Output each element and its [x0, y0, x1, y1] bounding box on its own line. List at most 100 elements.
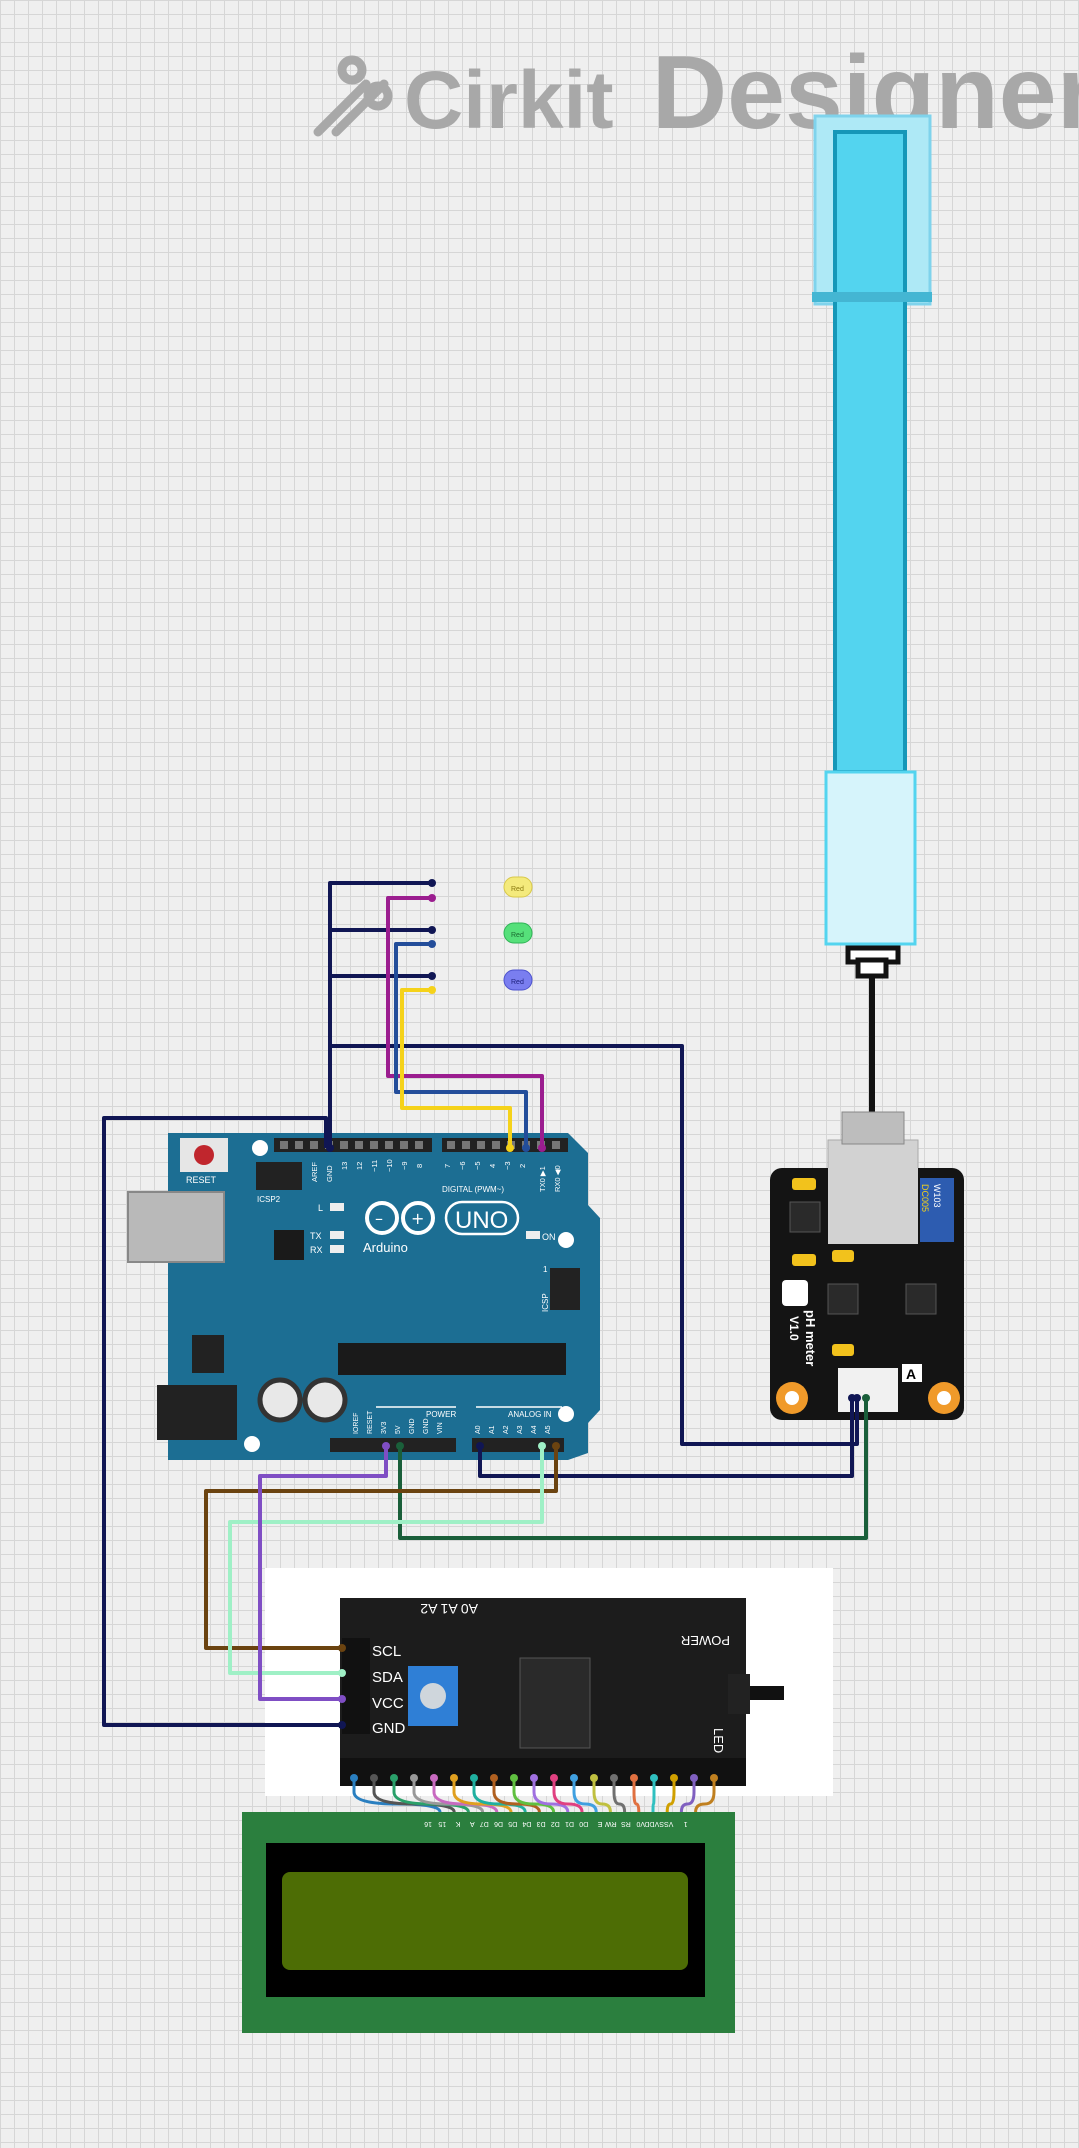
pin-hole — [355, 1141, 363, 1149]
pin-label-gnd-1: GND — [409, 1418, 416, 1434]
reset-button-cap[interactable] — [194, 1145, 214, 1165]
wire-junction — [326, 1144, 334, 1152]
ph-meter-board[interactable]: W103 DC005 pH meter V1.0 A — [770, 1111, 964, 1420]
chip-small — [274, 1230, 304, 1260]
pin-label-3v3: 3V3 — [381, 1421, 388, 1434]
ribbon-wire — [452, 1778, 513, 1813]
led-green[interactable]: Red — [503, 922, 533, 944]
pin-hole — [340, 1141, 348, 1149]
lcd-pin-label: D1 — [565, 1820, 574, 1827]
ribbon-wire — [679, 1778, 696, 1813]
wire-vcc[interactable] — [258, 1446, 388, 1701]
lcd-pin-label: 15 — [438, 1820, 446, 1827]
probe-band — [812, 292, 932, 302]
pin-label-a5: A5 — [545, 1425, 552, 1434]
lcd-pin-label: A — [470, 1820, 475, 1827]
wire-ground-to-i2c[interactable] — [102, 1116, 342, 1727]
icsp-pin1-label: 1 — [543, 1265, 548, 1274]
pin-marker-label: A — [906, 1366, 916, 1382]
atmega-chip — [338, 1343, 566, 1375]
pin-label-9: ~9 — [400, 1161, 409, 1170]
wire-junction — [428, 972, 436, 980]
pin-label-6: ~6 — [458, 1161, 467, 1170]
wire-led-yellow-signal[interactable] — [400, 988, 512, 1148]
pin-hole — [295, 1141, 303, 1149]
led-l — [330, 1203, 344, 1211]
pin-label-8: 8 — [415, 1164, 424, 1168]
pin-hole — [370, 1141, 378, 1149]
ribbon-wire-end — [470, 1774, 478, 1782]
pin-label-gnd: GND — [325, 1165, 334, 1182]
ph-probe[interactable] — [812, 114, 932, 1120]
icsp-label: ICSP — [541, 1293, 550, 1312]
wire-ground-to-ph[interactable] — [330, 1044, 859, 1446]
backlight-jumper[interactable] — [728, 1674, 750, 1714]
wire-led-blue-signal[interactable] — [394, 942, 528, 1148]
wire-sda[interactable] — [228, 1446, 544, 1675]
wire-junction — [428, 986, 436, 994]
uno-badge — [444, 1200, 520, 1236]
backlight-jumper-clip[interactable] — [750, 1686, 784, 1700]
i2c-label-sda: SDA — [372, 1669, 403, 1686]
ribbon-wire-end — [370, 1774, 378, 1782]
wire-a0-to-ph[interactable] — [478, 1398, 854, 1478]
pin-hole — [415, 1141, 423, 1149]
lcd-pin-label: V0 — [636, 1820, 645, 1827]
i2c-backpack[interactable]: SCL SDA VCC GND A0 A1 A2 POWER LED — [265, 1568, 833, 1796]
ribbon-wire-end — [510, 1774, 518, 1782]
pin-label-a3: A3 — [517, 1425, 524, 1434]
wire-junction — [862, 1394, 870, 1402]
ribbon-wire-end — [350, 1774, 358, 1782]
led-tx-label: TX — [310, 1231, 322, 1241]
wire-junction — [552, 1442, 560, 1450]
lcd-ribbon-wires — [350, 1774, 718, 1813]
contrast-pot-knob[interactable] — [420, 1683, 446, 1709]
probe-tip — [824, 770, 917, 946]
lcd-pin-label: D3 — [537, 1820, 546, 1827]
power-jack — [157, 1385, 237, 1440]
ribbon-wire-end — [430, 1774, 438, 1782]
pin-label-ioref: IOREF — [353, 1413, 360, 1434]
ribbon-wire — [432, 1778, 499, 1813]
pin-label-rx: RX0 ◀0 — [553, 1165, 562, 1192]
wire-led-green-signal[interactable] — [386, 896, 544, 1148]
ribbon-wire — [472, 1778, 527, 1813]
led-on — [526, 1231, 540, 1239]
led-l-label: L — [318, 1203, 323, 1213]
led-blue[interactable]: Red — [503, 969, 533, 991]
pin-label-2: 2 — [518, 1164, 527, 1168]
wire-junction — [396, 1442, 404, 1450]
trim-pot — [920, 1178, 954, 1242]
trim-pot-label-1: W103 — [932, 1184, 942, 1208]
ribbon-wire-end — [530, 1774, 538, 1782]
wire-junctions — [326, 879, 870, 1729]
arduino-uno[interactable]: RESET ICSP2 AREF GND 13 12 ~11 ~10 ~9 8 … — [127, 1133, 600, 1460]
pcf8574-chip — [519, 1657, 591, 1749]
led-on-label: ON — [542, 1232, 556, 1242]
lcd-pin-label: D2 — [551, 1820, 560, 1827]
arduino-name: Arduino — [363, 1240, 408, 1255]
icsp2-label: ICSP2 — [257, 1195, 281, 1204]
ph-meter-name: pH meter — [803, 1310, 818, 1366]
ribbon-wire-end — [710, 1774, 718, 1782]
i2c-label-gnd: GND — [372, 1720, 406, 1737]
ic-3 — [905, 1283, 937, 1315]
ribbon-wire-end — [410, 1774, 418, 1782]
wire-junction — [538, 1442, 546, 1450]
wire-scl[interactable] — [204, 1446, 558, 1650]
i2c-label-scl: SCL — [372, 1643, 401, 1660]
smd-pad-1 — [792, 1178, 816, 1190]
wire-junction — [538, 1144, 546, 1152]
led-yellow[interactable]: Red — [503, 876, 533, 898]
led-yellow-body — [503, 876, 533, 898]
analog-label: ANALOG IN — [508, 1410, 552, 1419]
pin-label-vin: VIN — [437, 1422, 444, 1434]
analog-header — [472, 1438, 564, 1452]
pin-hole — [385, 1141, 393, 1149]
pin-hole — [447, 1141, 455, 1149]
wire-ground-bus[interactable] — [328, 881, 432, 1148]
ic-1 — [789, 1201, 821, 1233]
pin-label-a4: A4 — [531, 1425, 538, 1434]
ribbon-wire — [512, 1778, 556, 1813]
